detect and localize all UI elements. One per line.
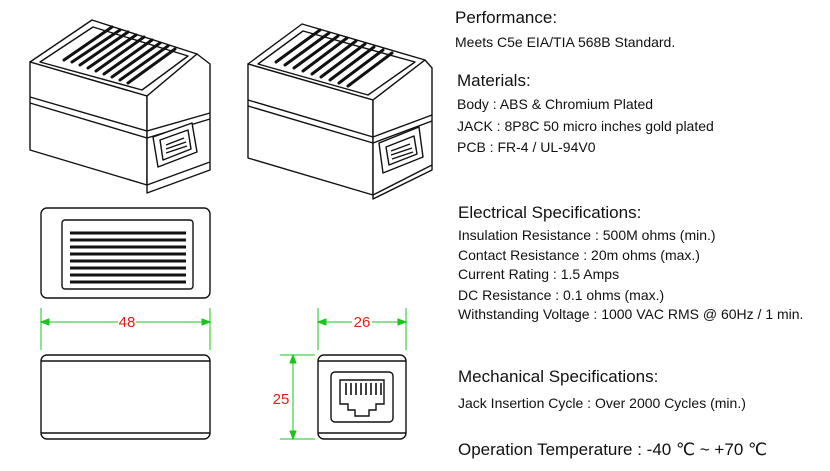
dimension-height-label: 25 (273, 391, 290, 408)
isometric-view-right (247, 23, 433, 200)
electrical-line: Insulation Resistance : 500M ohms (min.) (458, 227, 716, 243)
electrical-line: DC Resistance : 0.1 ohms (max.) (458, 287, 665, 303)
isometric-view-left-slats (62, 25, 177, 85)
dimension-width-label: 26 (354, 314, 371, 331)
performance-heading: Performance: (455, 8, 558, 27)
coupler-drawings: 48 26 25 (29, 19, 433, 441)
electrical-line: Current Rating : 1.5 Amps (458, 266, 620, 282)
mechanical-heading: Mechanical Specifications: (458, 367, 659, 386)
performance-line: Meets C5e EIA/TIA 568B Standard. (455, 34, 676, 50)
materials-line: PCB : FR-4 / UL-94V0 (457, 139, 596, 155)
electrical-line: Contact Resistance : 20m ohms (max.) (458, 247, 700, 263)
side-view (40, 354, 211, 440)
isometric-view-left (29, 19, 211, 194)
materials-heading: Materials: (457, 71, 531, 90)
isometric-view-right-slats (274, 28, 394, 88)
materials-line: Body : ABS & Chromium Plated (457, 96, 654, 112)
electrical-line: Withstanding Voltage : 1000 VAC RMS @ 60… (458, 306, 804, 322)
top-view (40, 207, 211, 299)
operation-temperature: Operation Temperature : -40 ℃ ~ +70 ℃ (458, 440, 768, 459)
mechanical-line: Jack Insertion Cycle : Over 2000 Cycles … (458, 395, 746, 411)
dimension-length-label: 48 (119, 314, 136, 331)
electrical-heading: Electrical Specifications: (458, 203, 642, 222)
dimension-labels: 48 26 25 (118, 313, 372, 408)
front-view (317, 354, 407, 440)
materials-line: JACK : 8P8C 50 micro inches gold plated (457, 118, 714, 134)
